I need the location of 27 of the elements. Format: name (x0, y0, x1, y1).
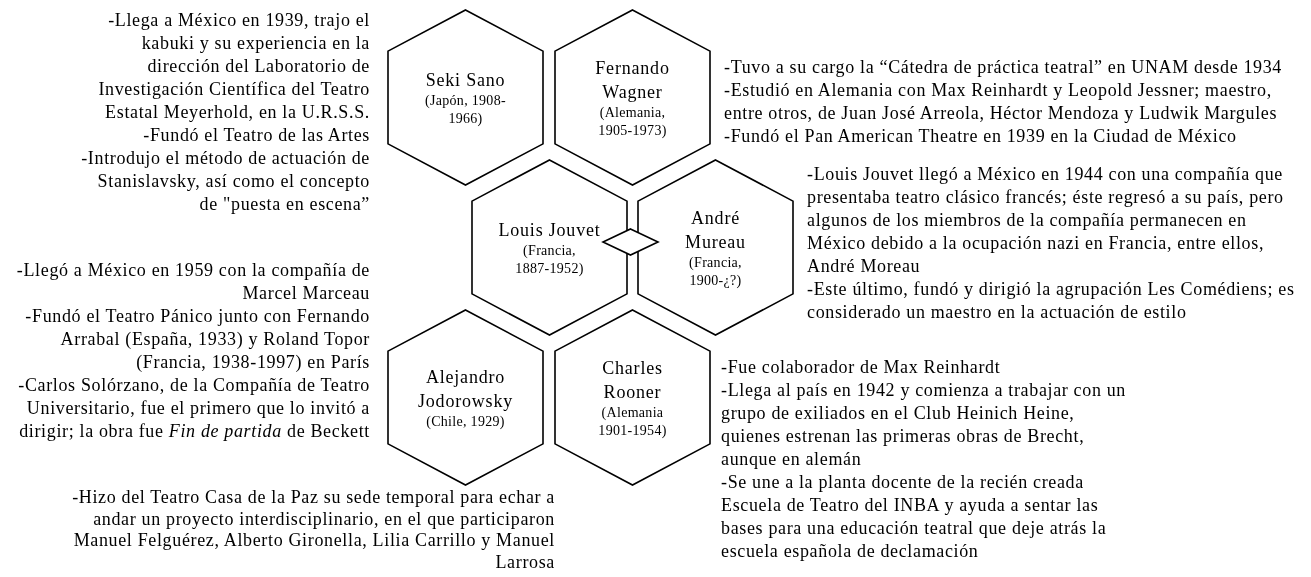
description-text: -Fundó el Teatro Pánico junto con Fernando Arrabal (España, 1933) y Roland Topor (Francia, 1938-1997) en París (24, 305, 370, 374)
origin-dates: (Francia, 1900-¿?) (688, 253, 743, 290)
person-name: Seki Sano (424, 68, 507, 92)
origin-dates: (Japón, 1908-1966) (424, 91, 507, 128)
person-name: Alejandro Jodorowsky (417, 365, 514, 413)
person-name: Charles Rooner (601, 356, 664, 404)
person-name: André Mureau (684, 206, 747, 254)
description-text: -Fue colaborador de Max Reinhardt (721, 356, 1002, 379)
origin-dates: (Alemania, 1905-1973) (597, 103, 668, 140)
description-text: -Tuvo a su cargo la “Cátedra de práctica teatral” en UNAM desde 1934 (724, 56, 1284, 79)
origin-dates: (Francia, 1887-1952) (514, 241, 585, 278)
person-name: Fernando Wagner (594, 56, 671, 104)
description-text: -Fundó el Pan American Theatre en 1939 en la Ciudad de México (724, 125, 1238, 148)
description-text: -Este último, fundó y dirigió la agrupación Les Comédiens; es considerado un maestro en la actuación de estilo (807, 278, 1296, 324)
description-text: -Introdujo el método de actuación de Stanislavsky, así como el concepto de "puesta en escena” (80, 147, 370, 216)
description-text: -Louis Jouvet llegó a México en 1944 con una compañía que presentaba teatro clásico francés; éste regresó a su país, pero algunos de los miembros de la compañía permanecen en México debido a la ocupación nazi en Francia, entre ellos, André Moreau (807, 163, 1285, 278)
description-text: -Llegó a México en 1959 con la compañía de Marcel Marceau (15, 259, 370, 305)
description-text: -Hizo del Teatro Casa de la Paz su sede temporal para echar a andar un proyecto interdisciplinario, en el que participaron Manuel Felguérez, Alberto Gironella, Lilia Carrillo y Manuel Larrosa (71, 487, 555, 573)
description-text: -Estudió en Alemania con Max Reinhardt y Leopold Jessner; maestro, entre otros, de Juan José Arreola, Héctor Mendoza y Ludwik Margules (724, 79, 1279, 125)
description-text: -Fundó el Teatro de las Artes (142, 124, 370, 147)
person-name: Louis Jouvet (497, 218, 602, 242)
description-text: -Carlos Solórzano, de la Compañía de Teatro Universitario, fue el primero que lo invitó a dirigir; la obra fue Fin de partida de Beckett (17, 374, 370, 443)
origin-dates: (Chile, 1929) (425, 412, 506, 431)
description-text: -Llega al país en 1942 y comienza a trabajar con un grupo de exiliados en el Club Heinich Heine, quienes estrenan las primeras obras de Brecht, aunque en alemán (721, 379, 1127, 471)
description-text: -Se une a la planta docente de la recién creada Escuela de Teatro del INBA y ayuda a sentar las bases para una educación teatral que deje atrás la escuela española de declamación (721, 471, 1108, 563)
origin-dates: (Alemania 1901-1954) (597, 403, 668, 440)
description-text: -Llega a México en 1939, trajo el kabuki y su experiencia en la dirección del Laboratorio de Investigación Científica del Teatro Estatal Meyerhold, en la U.R.S.S. (97, 9, 370, 124)
